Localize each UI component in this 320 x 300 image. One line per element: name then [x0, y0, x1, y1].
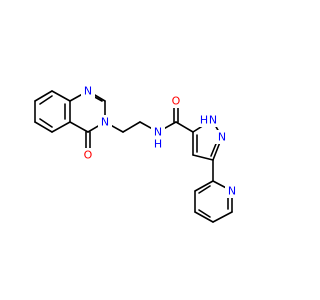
pyridine-ring — [194, 159, 233, 223]
svg-text:N: N — [218, 131, 226, 144]
atom-n-quinazoline-3: N — [98, 115, 112, 129]
svg-text:N: N — [101, 116, 109, 129]
svg-text:N: N — [209, 114, 217, 127]
atom-pyrazole-nh: H N — [197, 113, 219, 127]
atom-o-carbonyl-right: O — [169, 94, 183, 108]
svg-text:O: O — [172, 95, 181, 108]
svg-text:N: N — [154, 126, 162, 139]
atom-amide-nh: N H — [151, 125, 165, 151]
svg-text:O: O — [84, 149, 93, 162]
svg-text:N: N — [228, 185, 236, 198]
ethyl-linker — [104, 121, 159, 133]
atom-pyrazole-n2: N — [215, 130, 229, 144]
atom-pyridine-n: N — [225, 184, 239, 198]
svg-text:H: H — [200, 114, 208, 127]
svg-text:H: H — [154, 138, 162, 151]
svg-text:N: N — [84, 85, 92, 98]
atom-n-quinazoline-top: N — [81, 84, 95, 98]
benzene-ring — [34, 90, 71, 133]
structure-diagram: N N O N H O H N N N — [34, 84, 239, 223]
molecule-canvas: N N O N H O H N N N — [34, 84, 239, 223]
atom-o-carbonyl-left: O — [81, 148, 95, 162]
